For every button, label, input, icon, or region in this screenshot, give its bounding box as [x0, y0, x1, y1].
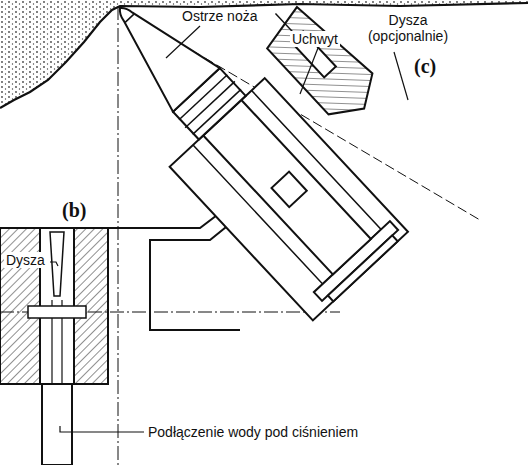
part-label: Ostrze noża — [180, 8, 259, 24]
part-label: Podłączenie wody pod ciśnieniem — [146, 424, 360, 440]
nozzle-b — [50, 232, 64, 296]
water-block — [0, 228, 108, 384]
centre-line — [118, 6, 119, 465]
carbide-tip — [125, 14, 134, 22]
leader-line — [50, 262, 58, 266]
part-label: Uchwyt — [290, 31, 340, 47]
pick-shank — [203, 100, 371, 274]
leader-line — [394, 52, 408, 100]
shank-groove — [271, 172, 306, 207]
pin — [28, 306, 86, 318]
leader-line — [60, 426, 144, 432]
water-pipe — [42, 384, 72, 465]
callout-letter: (b) — [60, 200, 88, 220]
callout-letter: (c) — [412, 56, 438, 76]
part-label: Dysza — [4, 252, 47, 268]
part-label: Dysza (opcjonalnie) — [360, 12, 456, 44]
leader-line — [300, 48, 318, 94]
leader-line — [166, 26, 200, 58]
